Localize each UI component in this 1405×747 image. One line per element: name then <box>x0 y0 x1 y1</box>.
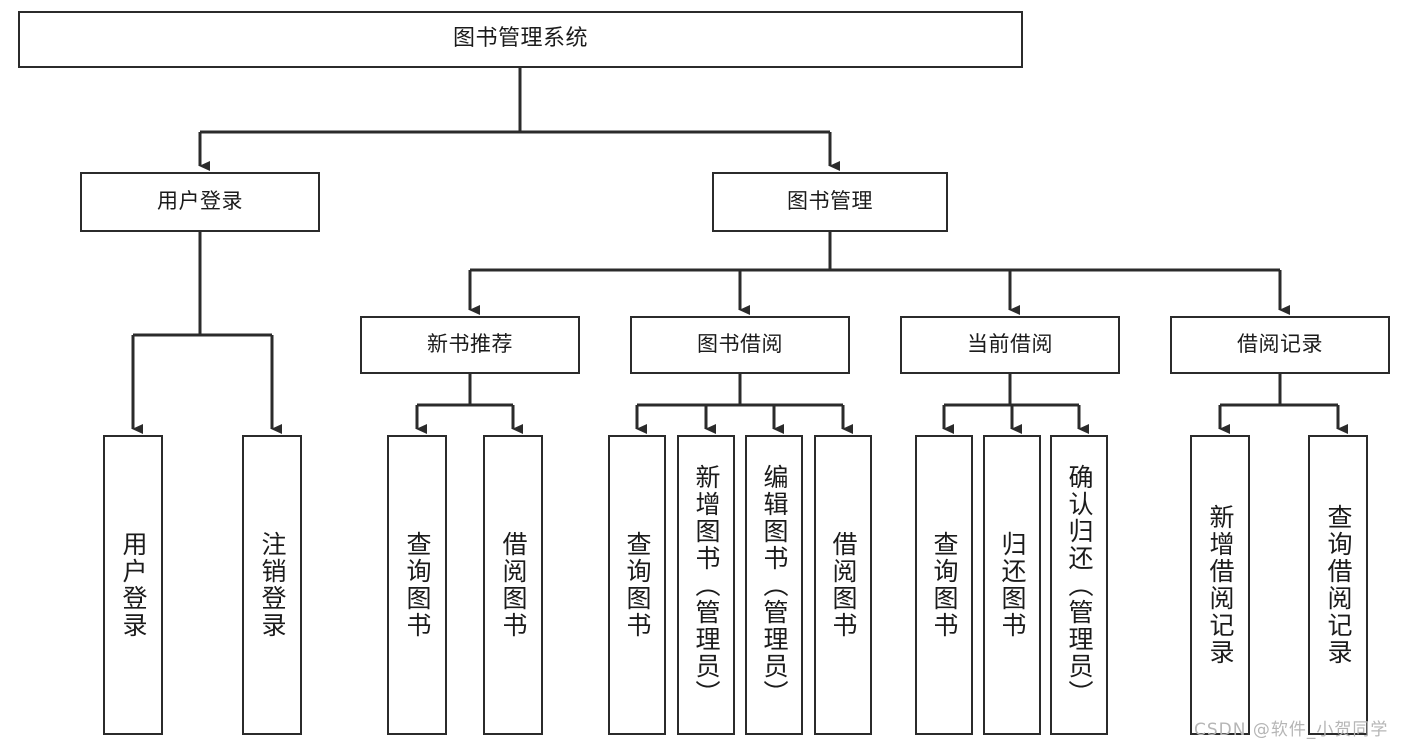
node-leaf-query-borrow-record[interactable]: 查询借阅记录 <box>1308 435 1368 735</box>
leaf-label: 编辑图书（管理员） <box>760 463 789 707</box>
node-level2-user-login[interactable]: 用户登录 <box>80 172 320 232</box>
node-level2-book-management[interactable]: 图书管理 <box>712 172 948 232</box>
node-leaf-confirm-return-admin[interactable]: 确认归还（管理员） <box>1050 435 1108 735</box>
leaf-label: 新增图书（管理员） <box>692 463 721 707</box>
leaf-label: 查询图书 <box>930 531 959 639</box>
node-level3-book-borrow[interactable]: 图书借阅 <box>630 316 850 374</box>
node-leaf-add-borrow-record[interactable]: 新增借阅记录 <box>1190 435 1250 735</box>
node-leaf-query-book-b[interactable]: 查询图书 <box>608 435 666 735</box>
node-level3-borrow-record[interactable]: 借阅记录 <box>1170 316 1390 374</box>
leaf-label: 借阅图书 <box>499 531 528 639</box>
node-leaf-edit-book-admin[interactable]: 编辑图书（管理员） <box>745 435 803 735</box>
leaf-label: 归还图书 <box>998 531 1027 639</box>
leaf-label: 用户登录 <box>119 531 148 639</box>
node-level3-new-book-recommend[interactable]: 新书推荐 <box>360 316 580 374</box>
leaf-label: 查询图书 <box>403 531 432 639</box>
leaf-label: 确认归还（管理员） <box>1065 463 1094 707</box>
leaf-label: 查询借阅记录 <box>1324 504 1353 666</box>
node-leaf-query-book-c[interactable]: 查询图书 <box>915 435 973 735</box>
node-leaf-borrow-book-b[interactable]: 借阅图书 <box>814 435 872 735</box>
csdn-watermark: CSDN @软件_小贺同学 <box>1194 720 1389 740</box>
node-level3-current-borrow[interactable]: 当前借阅 <box>900 316 1120 374</box>
leaf-label: 新增借阅记录 <box>1206 504 1235 666</box>
leaf-label: 注销登录 <box>258 531 287 639</box>
node-leaf-return-book[interactable]: 归还图书 <box>983 435 1041 735</box>
node-leaf-query-book-a[interactable]: 查询图书 <box>387 435 447 735</box>
node-leaf-borrow-book-a[interactable]: 借阅图书 <box>483 435 543 735</box>
node-leaf-add-book-admin[interactable]: 新增图书（管理员） <box>677 435 735 735</box>
node-leaf-user-login[interactable]: 用户登录 <box>103 435 163 735</box>
leaf-label: 查询图书 <box>623 531 652 639</box>
node-root[interactable]: 图书管理系统 <box>18 11 1023 68</box>
node-leaf-logout[interactable]: 注销登录 <box>242 435 302 735</box>
leaf-label: 借阅图书 <box>829 531 858 639</box>
